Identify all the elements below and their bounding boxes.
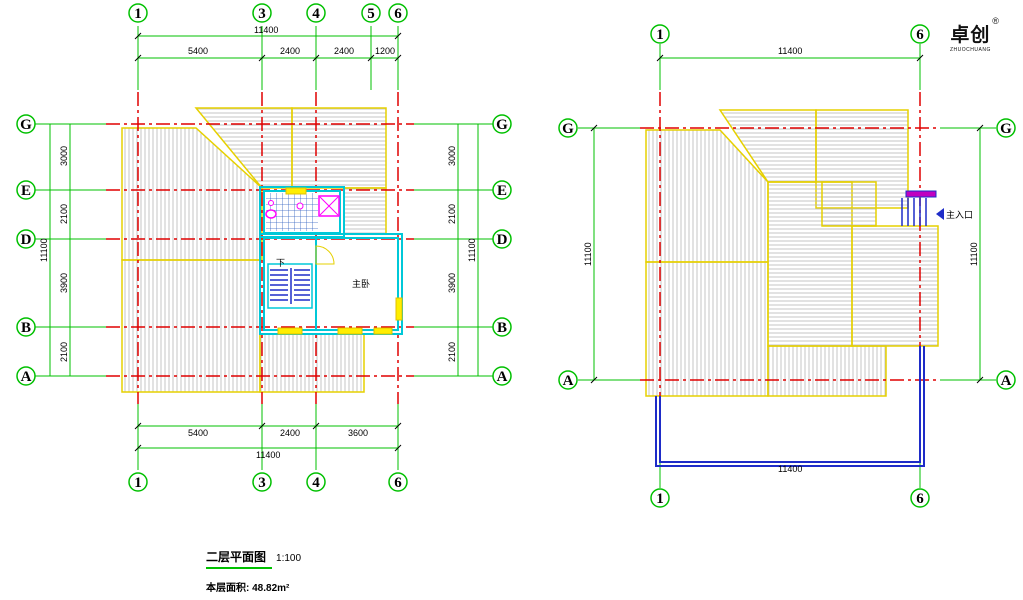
axis-bottom-3: 3: [258, 475, 266, 491]
right-left-total-dim: 11100: [583, 242, 593, 266]
left-bottom-total-dim: 11400: [256, 450, 280, 460]
axis-top-5: 5: [367, 6, 375, 22]
left-top-total-dim: 11400: [254, 25, 278, 35]
title-underline: [206, 567, 272, 569]
brand-logo: 卓创 ® ZHUOCHUANG: [950, 16, 999, 53]
left-top-dim-3: 2400: [334, 46, 354, 56]
left-bottom-dim-2: 2400: [280, 428, 300, 438]
left-top-dim-1: 5400: [188, 46, 208, 56]
axis-left-B: B: [21, 320, 31, 336]
right-top-total-dim: 11400: [778, 46, 802, 56]
entrance-arrow-icon: [936, 208, 944, 220]
bathroom-fixture-mark: [319, 196, 339, 216]
r-axis-left-A: A: [563, 373, 574, 389]
balcony-railing: [655, 346, 925, 467]
left-bottom-dim-1: 5400: [188, 428, 208, 438]
sink-icon: [268, 200, 274, 206]
right-bottom-total-dim: 11400: [778, 464, 802, 474]
left-roof-hatch: [121, 107, 387, 393]
right-dimension-lines: [578, 44, 996, 488]
entrance-canopy: [905, 190, 937, 198]
axis-right-B: B: [497, 320, 507, 336]
basin-icon: [296, 202, 304, 210]
left-side-dim-1: 3000: [59, 146, 69, 166]
stair-direction-label: 下: [276, 258, 285, 268]
left-side-total-dim: 11100: [39, 238, 49, 262]
r-axis-right-A: A: [1001, 373, 1012, 389]
right-axis-bubbles: [558, 24, 1016, 508]
axis-top-3: 3: [258, 6, 266, 22]
left-top-dim-2: 2400: [280, 46, 300, 56]
left-side-dim-3: 3900: [59, 273, 69, 293]
floor-area-label: 本层面积:: [206, 583, 250, 594]
r-axis-top-6: 6: [916, 27, 924, 43]
left-plan: 下 主卧 11400 5400 2400 2400 1200 5400 2400…: [16, 3, 512, 492]
toilet-icon: [265, 209, 277, 219]
r-axis-bottom-1: 1: [656, 491, 664, 507]
entrance-steps: [901, 198, 927, 226]
right-side-dim-3: 3900: [447, 273, 457, 293]
axis-bottom-6: 6: [394, 475, 402, 491]
axis-left-G: G: [20, 117, 32, 133]
r-axis-right-G: G: [1000, 121, 1012, 137]
drawing-title: 二层平面图: [206, 550, 267, 564]
axis-right-G: G: [496, 117, 508, 133]
right-side-total-dim: 11100: [467, 238, 477, 262]
drawing-scale: 1:100: [276, 553, 302, 564]
axis-left-A: A: [21, 369, 32, 385]
axis-right-D: D: [497, 232, 508, 248]
right-side-dim-2: 2100: [447, 204, 457, 224]
axis-top-4: 4: [312, 6, 320, 22]
right-plan: 主入口 11400 11400 11100 11100 1 6 1 6 G A …: [558, 24, 1016, 508]
floor-area: 本层面积: 48.82m²: [206, 579, 301, 594]
axis-bottom-1: 1: [134, 475, 142, 491]
door-swing: [315, 245, 335, 265]
left-axis-bubbles: [16, 3, 512, 492]
left-dimension-ticks: [134, 32, 402, 452]
right-side-dim-4: 2100: [447, 342, 457, 362]
left-bottom-dim-3: 3600: [348, 428, 368, 438]
right-axis-labels: 1 6 1 6 G A G A: [562, 27, 1012, 507]
axis-bottom-4: 4: [312, 475, 320, 491]
registered-mark: ®: [992, 16, 999, 26]
left-top-dim-4: 1200: [375, 46, 395, 56]
stairs: [267, 263, 313, 309]
floor-area-value: 48.82m²: [252, 583, 290, 594]
r-axis-bottom-6: 6: [916, 491, 924, 507]
right-dimension-ticks: [590, 54, 984, 384]
brand-sub: ZHUOCHUANG: [950, 47, 991, 53]
bedroom-label: 主卧: [352, 278, 370, 289]
left-side-dim-2: 2100: [59, 204, 69, 224]
entrance-label: 主入口: [946, 209, 973, 220]
right-side-dim-1: 3000: [447, 146, 457, 166]
left-windows: [277, 187, 403, 335]
right-roof-hatch: [645, 109, 939, 397]
r-axis-top-1: 1: [656, 27, 664, 43]
brand-name: 卓创: [950, 25, 991, 46]
left-side-dim-4: 2100: [59, 342, 69, 362]
axis-left-D: D: [21, 232, 32, 248]
axis-top-6: 6: [394, 6, 402, 22]
left-axis-labels: 1 3 4 5 6 1 3 4 6 G E D B A G E D B A: [20, 6, 508, 491]
axis-top-1: 1: [134, 6, 142, 22]
axis-right-E: E: [497, 183, 507, 199]
axis-left-E: E: [21, 183, 31, 199]
right-right-total-dim: 11100: [969, 242, 979, 266]
drawing-title-block: 二层平面图 1:100 本层面积: 48.82m²: [206, 548, 301, 594]
r-axis-left-G: G: [562, 121, 574, 137]
left-dimension-lines: [34, 26, 494, 470]
axis-right-A: A: [497, 369, 508, 385]
